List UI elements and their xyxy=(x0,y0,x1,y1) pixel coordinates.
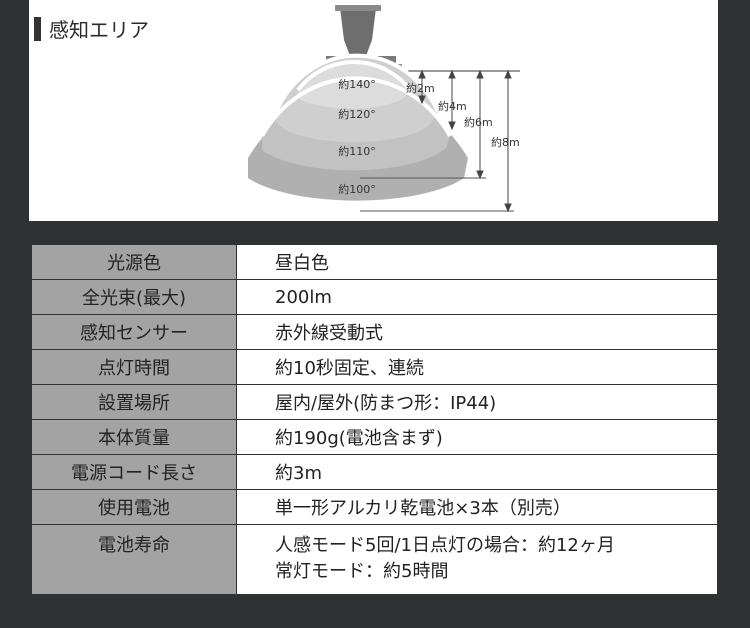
spec-value: 単一形アルカリ乾電池×3本（別売） xyxy=(236,489,718,525)
spec-row: 全光束(最大) 200lm xyxy=(31,279,718,315)
spec-value: 赤外線受動式 xyxy=(236,314,718,350)
spec-row: 使用電池 単一形アルカリ乾電池×3本（別売） xyxy=(31,489,718,525)
spec-row: 設置場所 屋内/屋外(防まつ形：IP44) xyxy=(31,384,718,420)
spec-value: 昼白色 xyxy=(236,244,718,280)
spec-value-line: 人感モード5回/1日点灯の場合：約12ヶ月 xyxy=(275,534,615,556)
band-140 xyxy=(298,62,410,109)
spec-value-line: 常灯モード：約5時間 xyxy=(275,560,449,582)
angle-label-110: 約110° xyxy=(338,144,376,158)
spec-row: 電池寿命 人感モード5回/1日点灯の場合：約12ヶ月 常灯モード：約5時間 xyxy=(31,524,718,595)
spec-row: 点灯時間 約10秒固定、連続 xyxy=(31,349,718,385)
spec-row: 光源色 昼白色 xyxy=(31,244,718,280)
detection-area-diagram: 約140° 約120° 約110° 約100° 約2m 約4m 約6m 約8m xyxy=(248,5,520,213)
angle-label-100: 約100° xyxy=(338,182,376,196)
distance-label-6m: 約6m xyxy=(464,115,493,129)
angle-label-120: 約120° xyxy=(338,107,376,121)
spec-value: 約190g(電池含まず) xyxy=(236,419,718,455)
spec-row: 本体質量 約190g(電池含まず) xyxy=(31,419,718,455)
spec-label: 電池寿命 xyxy=(31,524,237,595)
spec-label: 全光束(最大) xyxy=(31,279,237,315)
spec-label: 使用電池 xyxy=(31,489,237,525)
spec-label: 光源色 xyxy=(31,244,237,280)
section-title-text: 感知エリア xyxy=(49,18,149,42)
spec-value: 人感モード5回/1日点灯の場合：約12ヶ月 常灯モード：約5時間 xyxy=(236,524,718,595)
spec-value: 約10秒固定、連続 xyxy=(236,349,718,385)
spec-label: 感知センサー xyxy=(31,314,237,350)
title-bar-marker xyxy=(34,16,41,41)
spec-row: 電源コード長さ 約3m xyxy=(31,454,718,490)
dimension-arrows xyxy=(418,69,512,213)
spec-value: 約3m xyxy=(236,454,718,490)
spec-label: 点灯時間 xyxy=(31,349,237,385)
distance-label-2m: 約2m xyxy=(406,81,435,95)
spec-label: 設置場所 xyxy=(31,384,237,420)
spec-label: 電源コード長さ xyxy=(31,454,237,490)
section-title: 感知エリア xyxy=(34,14,149,43)
spec-row: 感知センサー 赤外線受動式 xyxy=(31,314,718,350)
spec-table: 光源色 昼白色 全光束(最大) 200lm 感知センサー 赤外線受動式 点灯時間… xyxy=(31,244,718,595)
spec-value: 200lm xyxy=(236,279,718,315)
distance-label-4m: 約4m xyxy=(438,99,467,113)
distance-label-8m: 約8m xyxy=(491,135,520,149)
angle-label-140: 約140° xyxy=(338,77,376,91)
spec-value: 屋内/屋外(防まつ形：IP44) xyxy=(236,384,718,420)
spec-label: 本体質量 xyxy=(31,419,237,455)
